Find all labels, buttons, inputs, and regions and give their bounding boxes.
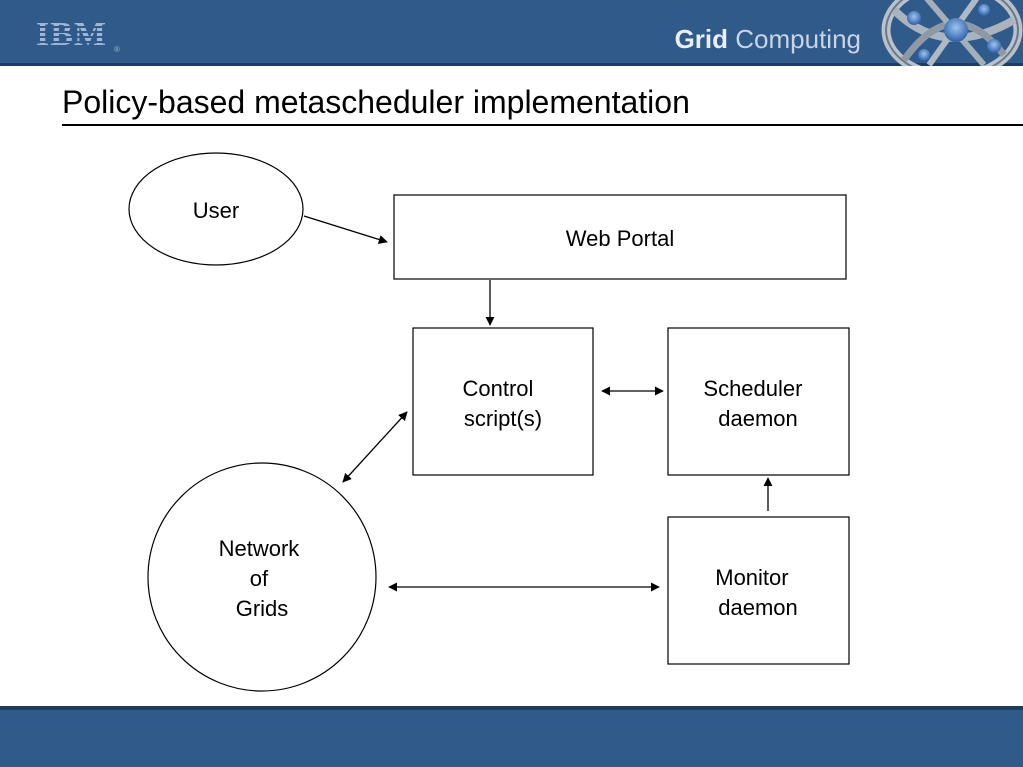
user-label: User — [193, 198, 239, 223]
network-of-grids-label: Network of Grids — [219, 536, 306, 621]
monitor-daemon-label: Monitor daemon — [715, 565, 798, 620]
arrow-control-network — [342, 411, 408, 483]
control-script-label: Control script(s) — [462, 376, 542, 431]
control-script-label-line: Control — [462, 376, 533, 401]
control-script-label-line: script(s) — [464, 406, 542, 431]
grid-globe-icon — [881, 0, 1023, 66]
scheduler-daemon-node — [667, 327, 850, 476]
registered-mark-icon: ® — [114, 45, 120, 54]
slide-title: Policy-based metascheduler implementatio… — [62, 84, 690, 120]
network-of-grids-label-line: Network — [219, 536, 301, 561]
user-node — [128, 152, 304, 266]
network-of-grids-node — [147, 462, 377, 692]
web-portal-node — [393, 194, 847, 280]
user-label-line: User — [193, 198, 239, 223]
footer-bar — [0, 706, 1023, 767]
product-title-bold: Grid — [674, 24, 729, 54]
product-title-light: Computing — [735, 24, 861, 54]
network-of-grids-label-line: Grids — [236, 596, 289, 621]
product-title: Grid Computing — [675, 24, 861, 54]
control-script-node — [412, 327, 594, 476]
title-underline — [62, 124, 1023, 126]
ibm-logo: IBM — [36, 16, 107, 53]
header-bar: IBM ® Grid Computing — [0, 0, 1023, 66]
web-portal-label-line: Web Portal — [566, 226, 674, 251]
monitor-daemon-label-line: Monitor — [715, 565, 788, 590]
monitor-daemon-node — [667, 516, 850, 665]
network-of-grids-label-line: of — [250, 566, 269, 591]
web-portal-label: Web Portal — [566, 226, 674, 251]
arrow-user-to-portal — [303, 215, 388, 244]
scheduler-daemon-label-line: Scheduler — [703, 376, 802, 401]
scheduler-daemon-label: Scheduler daemon — [703, 376, 808, 431]
monitor-daemon-label-line: daemon — [718, 595, 798, 620]
scheduler-daemon-label-line: daemon — [718, 406, 798, 431]
